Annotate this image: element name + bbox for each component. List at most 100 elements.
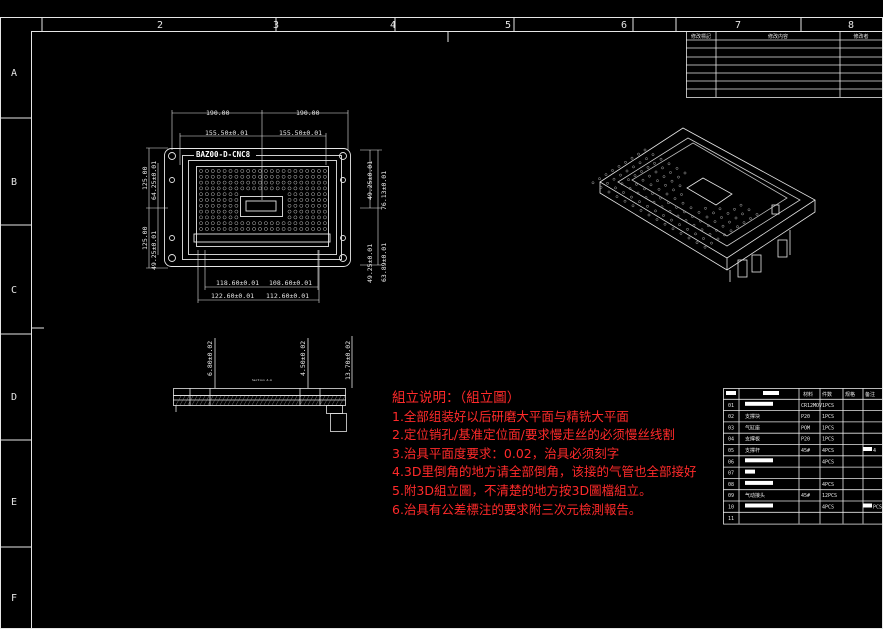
section-view	[173, 336, 353, 432]
pin	[311, 186, 315, 191]
iso-pin	[733, 207, 736, 211]
frame-row-label: A	[11, 68, 17, 79]
pin	[234, 221, 239, 226]
pin	[305, 186, 310, 191]
iso-pin	[742, 221, 746, 224]
pin	[205, 215, 209, 220]
pin	[199, 198, 203, 202]
iso-pin	[598, 177, 601, 181]
hatch-line	[195, 395, 202, 406]
hatch-line	[215, 395, 222, 406]
hatch-line	[339, 395, 346, 406]
frame-row-label: F	[11, 593, 17, 604]
redacted-mark	[763, 391, 779, 395]
iso-pin	[680, 193, 683, 196]
assembly-note-line: 6.治具有公差標注的要求附三次元檢測報告。	[392, 501, 642, 517]
pin	[317, 203, 321, 208]
bom-row-material: P20	[801, 414, 810, 420]
pin	[234, 169, 239, 173]
bom-row-no: 10	[728, 505, 734, 511]
bom-row-no: 05	[728, 448, 734, 454]
iso-pin	[684, 219, 688, 222]
pin	[275, 186, 280, 191]
pin	[299, 169, 304, 173]
pin	[323, 174, 327, 179]
pin	[323, 221, 327, 226]
iso-pin	[700, 228, 704, 232]
pin	[299, 227, 304, 231]
iso-pin	[611, 169, 614, 172]
pin	[305, 198, 310, 202]
pin	[293, 203, 298, 208]
hatch-line	[187, 395, 194, 406]
iso-pin	[681, 201, 685, 205]
pin	[222, 209, 227, 214]
pin	[299, 180, 304, 185]
pin	[317, 198, 321, 202]
iso-pin	[692, 223, 696, 227]
pin	[210, 209, 215, 214]
iso-pin	[678, 184, 682, 188]
pin-array	[199, 169, 327, 231]
pin	[299, 186, 304, 191]
bom-row-name: 支撑杆	[745, 447, 760, 454]
dim-bottom-right-outer: 112.60±0.01	[266, 292, 309, 300]
iso-pin	[651, 153, 655, 156]
pin	[311, 174, 315, 179]
iso-pin	[635, 182, 638, 186]
pin	[199, 203, 203, 208]
pin	[210, 174, 215, 179]
hatch-line	[231, 395, 238, 406]
pin	[299, 198, 304, 202]
pin	[246, 169, 251, 173]
pin	[281, 174, 286, 179]
pin	[246, 221, 251, 226]
iso-pin	[647, 213, 651, 217]
pin	[205, 192, 209, 197]
dim-top-left-inner: 155.50±0.01	[205, 129, 248, 137]
iso-pin	[660, 205, 664, 209]
iso-pin	[619, 173, 622, 177]
frame-row-label: B	[11, 177, 17, 188]
pin	[305, 215, 310, 220]
pin	[228, 198, 233, 202]
iso-pin	[721, 224, 725, 228]
bom-header: 备注	[865, 391, 875, 398]
pin	[323, 180, 327, 185]
pin	[222, 203, 227, 208]
bom-row-qty: 1PCS	[822, 414, 834, 420]
iso-pin	[747, 208, 751, 212]
iso-pin	[677, 175, 680, 179]
iso-pin	[659, 196, 662, 200]
iso-pin	[652, 200, 656, 204]
pin	[240, 227, 245, 231]
pin	[281, 221, 286, 226]
pin	[287, 192, 292, 197]
pin	[234, 192, 239, 197]
iso-pin	[734, 216, 738, 220]
dim-left-upper-inner: 64.25±0.01	[150, 161, 158, 200]
iso-pin	[671, 227, 675, 231]
pin	[222, 169, 227, 173]
bom-row-no: 02	[728, 414, 734, 420]
iso-pin	[718, 207, 722, 211]
pin	[216, 180, 221, 185]
pin	[311, 209, 315, 214]
pin	[199, 186, 203, 191]
pin	[234, 198, 239, 202]
iso-pin	[638, 161, 642, 165]
hatch-line	[183, 395, 190, 406]
pin	[269, 227, 274, 231]
assembly-notes-title: 組立说明：（組立圖）	[392, 390, 521, 406]
pin	[287, 203, 292, 208]
pin	[293, 180, 298, 185]
pin	[299, 209, 304, 214]
iso-pin	[653, 161, 656, 165]
pin	[222, 215, 227, 220]
isometric-view	[599, 127, 816, 282]
pin	[216, 174, 221, 179]
iso-pin	[710, 241, 713, 245]
iso-pin	[662, 175, 666, 178]
bom-row-no: 01	[728, 403, 734, 409]
